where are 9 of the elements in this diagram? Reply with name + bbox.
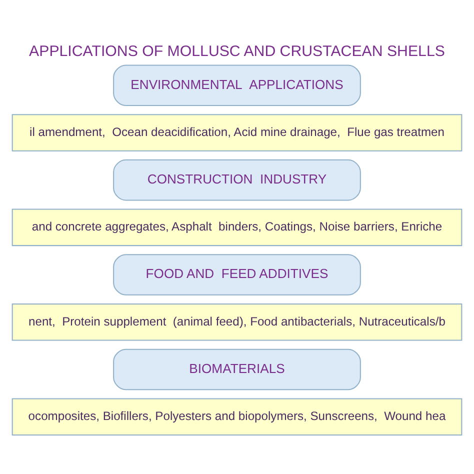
node-box: and concrete aggregates, Asphalt binders, Coatings, Noise barriers, Enriche bbox=[12, 208, 462, 246]
node-box: FOOD AND FEED ADDITIVES bbox=[113, 254, 361, 295]
node-box: nent, Protein supplement (animal feed), Food antibacterials, Nutraceuticals/b bbox=[12, 303, 462, 340]
node-box: ocomposites, Biofillers, Polyesters and biopolymers, Sunscreens, Wound hea bbox=[12, 398, 462, 435]
node-box: CONSTRUCTION INDUSTRY bbox=[113, 158, 361, 200]
diagram-title: APPLICATIONS OF MOLLUSC AND CRUSTACEAN SHELLS bbox=[29, 42, 445, 60]
node-box: BIOMATERIALS bbox=[113, 348, 361, 390]
node-box: il amendment, Ocean deacidification, Acid mine drainage, Flue gas treatmen bbox=[12, 114, 462, 151]
node-box: ENVIRONMENTAL APPLICATIONS bbox=[113, 64, 361, 106]
